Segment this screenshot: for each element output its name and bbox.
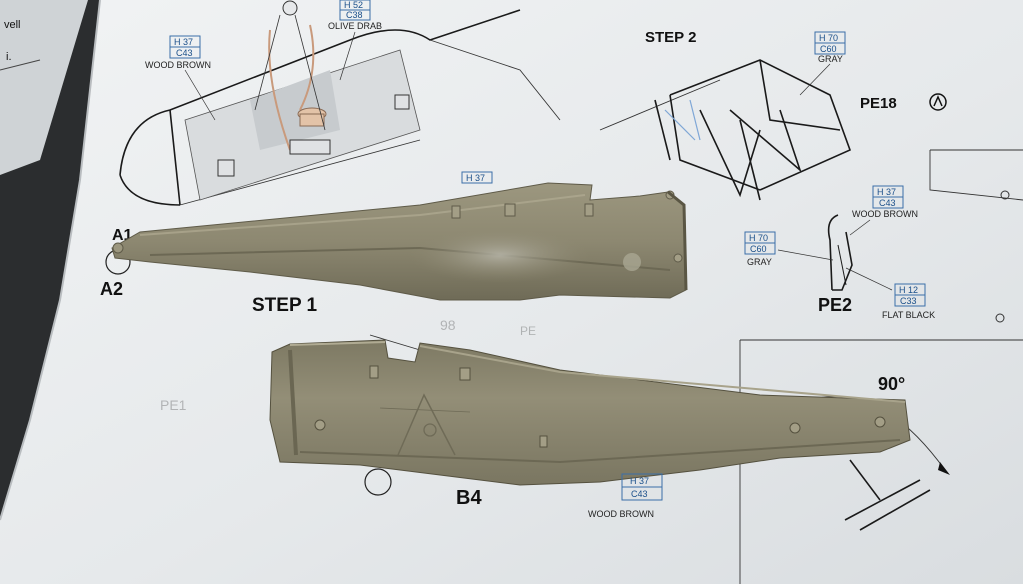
a2-label: A2 — [100, 279, 123, 299]
callout-gray-top: H 70 C60 GRAY — [799, 31, 846, 96]
svg-text:PE: PE — [520, 324, 536, 338]
pe18-label-group: PE18 — [860, 93, 947, 112]
step1-label: STEP 1 — [252, 295, 318, 316]
callout-code-c: C43 — [176, 48, 193, 58]
callout-code-c: C43 — [631, 489, 648, 499]
callout-wood-brown-right: H 37 C43 WOOD BROWN — [849, 185, 918, 236]
callout-olive-drab: H 52 C38 OLIVE DRAB — [328, 0, 382, 81]
callout-color-name: OLIVE DRAB — [328, 21, 382, 31]
callout-code-c: C60 — [820, 44, 837, 54]
callout-code-h: H 37 — [877, 187, 896, 197]
callout-code-h: H 37 — [174, 37, 193, 47]
callout-color-name: WOOD BROWN — [852, 209, 918, 219]
pe2-label: PE2 — [818, 295, 852, 315]
callout-code-c: C60 — [750, 244, 767, 254]
callout-code-c: C43 — [879, 198, 896, 208]
angle-label: 90° — [878, 374, 905, 394]
callout-color-name: WOOD BROWN — [145, 60, 211, 70]
callout-wood-brown-top: H 37 C43 WOOD BROWN — [145, 35, 216, 121]
callout-code-h: H 37 — [630, 476, 649, 486]
svg-text:PE1: PE1 — [160, 397, 187, 413]
callout-wood-brown-bottom: H 37 C43 WOOD BROWN — [588, 473, 663, 519]
callout-code-h: H 70 — [819, 33, 838, 43]
callout-code-c: C33 — [900, 296, 917, 306]
rotate-arrow-icon — [933, 95, 943, 107]
callout-color-name: WOOD BROWN — [588, 509, 654, 519]
pe18-label: PE18 — [860, 95, 897, 112]
svg-text:98: 98 — [440, 317, 456, 333]
callout-color-name: GRAY — [818, 54, 843, 64]
callout-code-c: C38 — [346, 10, 363, 20]
sheet-fragment-well: vell — [4, 19, 21, 31]
step2-frame-drawing: STEP 2 — [645, 29, 852, 201]
resin-fuselage-half-upper — [111, 182, 688, 301]
step2-label: STEP 2 — [645, 29, 696, 46]
sheet-fragment-i: i. — [6, 51, 12, 63]
step1-interior-drawing — [119, 0, 721, 206]
callout-flat-black: H 12 C33 FLAT BLACK — [845, 267, 935, 320]
pe2-hook-drawing: PE2 — [818, 214, 853, 315]
callout-code-h: H 12 — [899, 285, 918, 295]
callout-code-h: H 70 — [749, 233, 768, 243]
b4-label: B4 — [456, 487, 482, 509]
callout-gray-left: H 70 C60 GRAY — [744, 231, 834, 267]
callout-code-h: H 37 — [466, 173, 485, 183]
resin-fuselage-half-lower — [269, 339, 911, 486]
left-sheet — [0, 0, 88, 175]
b4-circle-marker — [364, 468, 392, 496]
callout-h37-mid: H 37 — [461, 171, 493, 184]
callout-color-name: FLAT BLACK — [882, 310, 935, 320]
callout-color-name: GRAY — [747, 257, 772, 267]
callout-code-h: H 52 — [344, 0, 363, 10]
